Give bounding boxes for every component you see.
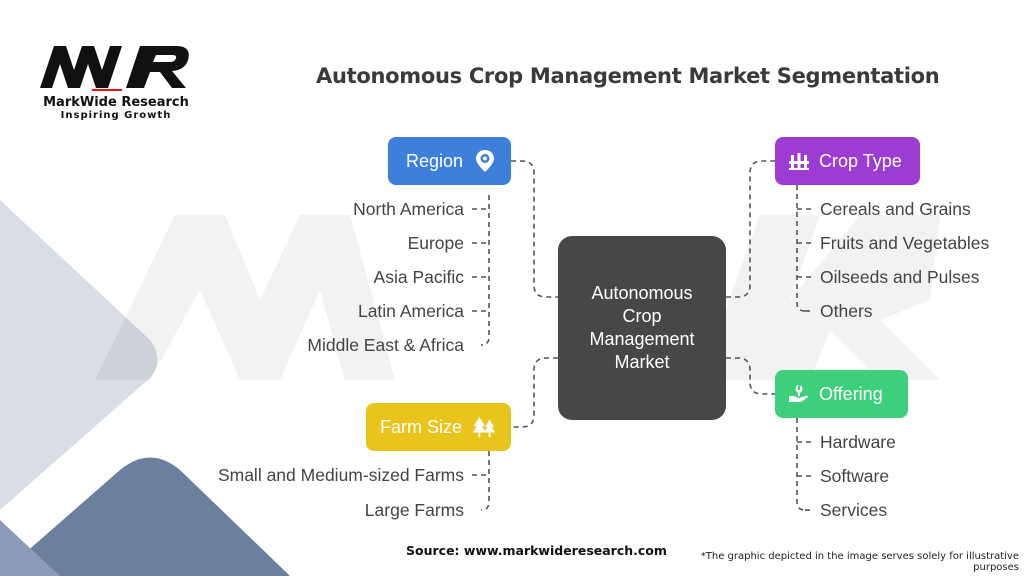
logo-tagline: Inspiring Growth [60, 110, 172, 121]
offering-item: Hardware [820, 432, 896, 452]
offering-item: Software [820, 466, 890, 486]
crop-type-item: Others [820, 301, 873, 321]
hand-plant-icon [787, 382, 811, 406]
crop-type-item: Fruits and Vegetables [820, 233, 990, 253]
region-item: Europe [407, 233, 464, 253]
disclaimer-note: *The graphic depicted in the image serve… [700, 551, 1019, 573]
region-item: North America [353, 199, 464, 219]
bg-shape-left-light [0, 200, 158, 510]
farm-size-item: Small and Medium-sized Farms [217, 465, 464, 485]
source-caption: Source: www.markwideresearch.com [406, 543, 667, 558]
farm-crop-icon [787, 149, 811, 173]
crop-type-item: Cereals and Grains [820, 199, 971, 219]
category-crop-type-label: Crop Type [819, 150, 902, 171]
brand-logo: MarkWide Research Inspiring Growth [36, 40, 196, 121]
bg-shape-left-dark-2 [0, 520, 60, 576]
logo-name: MarkWide Research [43, 95, 189, 110]
center-node: Autonomous Crop Management Market [558, 236, 726, 420]
logo-mark-icon [40, 46, 189, 91]
category-offering-label: Offering [819, 383, 883, 404]
crop-type-item: Oilseeds and Pulses [820, 267, 980, 287]
location-gear-icon [473, 149, 497, 173]
offering-item: Services [820, 500, 888, 520]
region-item: Latin America [357, 301, 464, 321]
region-item: Middle East & Africa [307, 335, 464, 355]
category-farm-size: Farm Size [366, 403, 511, 451]
trees-icon [472, 415, 496, 439]
category-region-label: Region [406, 150, 464, 171]
category-region: Region [388, 137, 511, 185]
center-label: Autonomous Crop Management Market [589, 283, 695, 372]
bg-shape-left-dark [0, 457, 290, 576]
category-offering: Offering [775, 370, 908, 418]
region-item: Asia Pacific [373, 267, 464, 287]
watermark [95, 215, 940, 380]
page-title: Autonomous Crop Management Market Segmen… [316, 64, 940, 88]
category-farm-size-label: Farm Size [380, 416, 463, 437]
category-crop-type: Crop Type [775, 137, 920, 185]
farm-size-item: Large Farms [364, 500, 464, 520]
